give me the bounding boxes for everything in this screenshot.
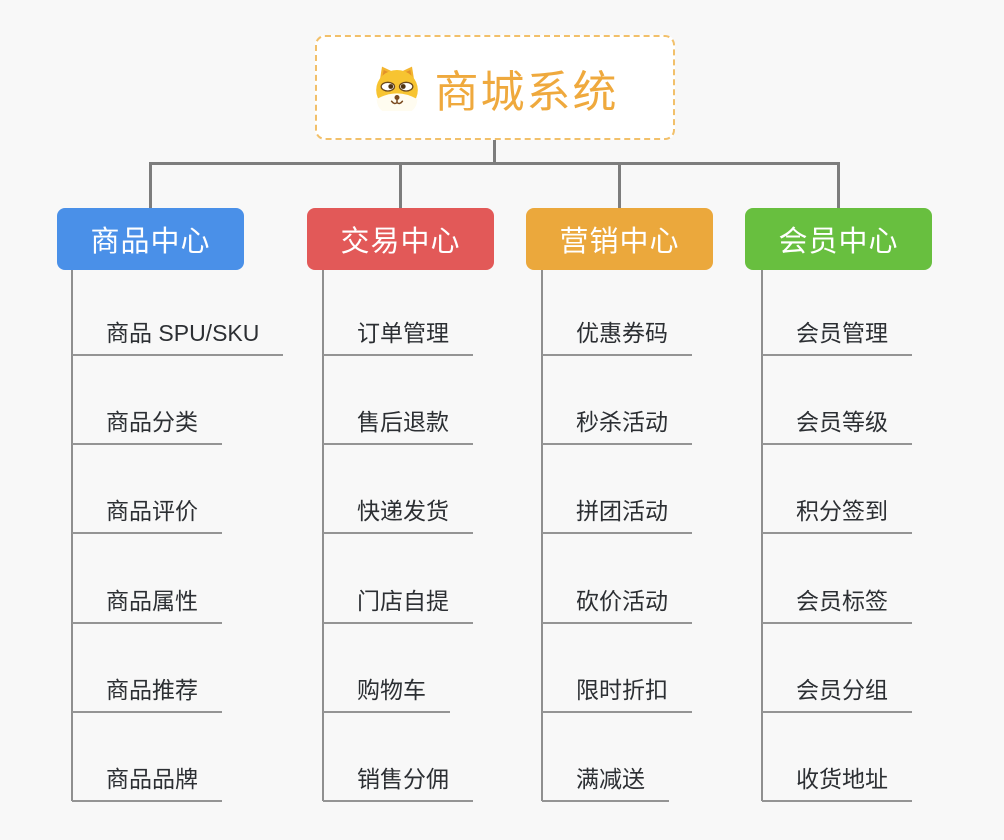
leaf-node[interactable]: 砍价活动 [542, 587, 692, 624]
branch-node-trade-center[interactable]: 交易中心 [307, 208, 494, 270]
leaf-node[interactable]: 拼团活动 [542, 497, 692, 534]
connector-branch-line [322, 270, 324, 801]
connector-drop [149, 162, 152, 209]
leaf-node[interactable]: 门店自提 [323, 587, 473, 624]
connector-root-stub [493, 140, 496, 163]
leaf-node[interactable]: 优惠券码 [542, 319, 692, 356]
root-title: 商城系统 [434, 67, 619, 117]
leaf-node[interactable]: 会员管理 [762, 319, 912, 356]
connector-drop [837, 162, 840, 209]
connector-horizontal [149, 162, 840, 165]
branch-node-member-center[interactable]: 会员中心 [745, 208, 932, 270]
leaf-node[interactable]: 售后退款 [323, 408, 473, 445]
leaf-node[interactable]: 商品评价 [72, 497, 222, 534]
leaf-node[interactable]: 商品推荐 [72, 676, 222, 713]
leaf-node[interactable]: 会员分组 [762, 676, 912, 713]
leaf-node[interactable]: 商品分类 [72, 408, 222, 445]
leaf-node[interactable]: 快递发货 [323, 497, 473, 534]
leaf-node[interactable]: 销售分佣 [323, 765, 473, 802]
shiba-dog-icon [372, 64, 422, 111]
branch-node-product-center[interactable]: 商品中心 [57, 208, 244, 270]
leaf-node[interactable]: 商品品牌 [72, 765, 222, 802]
leaf-node[interactable]: 会员等级 [762, 408, 912, 445]
connector-drop [618, 162, 621, 209]
leaf-node[interactable]: 积分签到 [762, 497, 912, 534]
connector-branch-line [761, 270, 763, 801]
leaf-node[interactable]: 限时折扣 [542, 676, 692, 713]
leaf-node[interactable]: 商品属性 [72, 587, 222, 624]
root-node[interactable]: 商城系统 [315, 35, 675, 140]
leaf-node[interactable]: 订单管理 [323, 319, 473, 356]
connector-branch-line [541, 270, 543, 801]
leaf-node[interactable]: 购物车 [323, 676, 450, 713]
branch-node-marketing-center[interactable]: 营销中心 [526, 208, 713, 270]
leaf-node[interactable]: 会员标签 [762, 587, 912, 624]
connector-branch-line [71, 270, 73, 801]
leaf-node[interactable]: 商品 SPU/SKU [72, 319, 284, 356]
leaf-node[interactable]: 满减送 [542, 765, 669, 802]
leaf-node[interactable]: 收货地址 [762, 765, 912, 802]
leaf-node[interactable]: 秒杀活动 [542, 408, 692, 445]
connector-drop [399, 162, 402, 209]
